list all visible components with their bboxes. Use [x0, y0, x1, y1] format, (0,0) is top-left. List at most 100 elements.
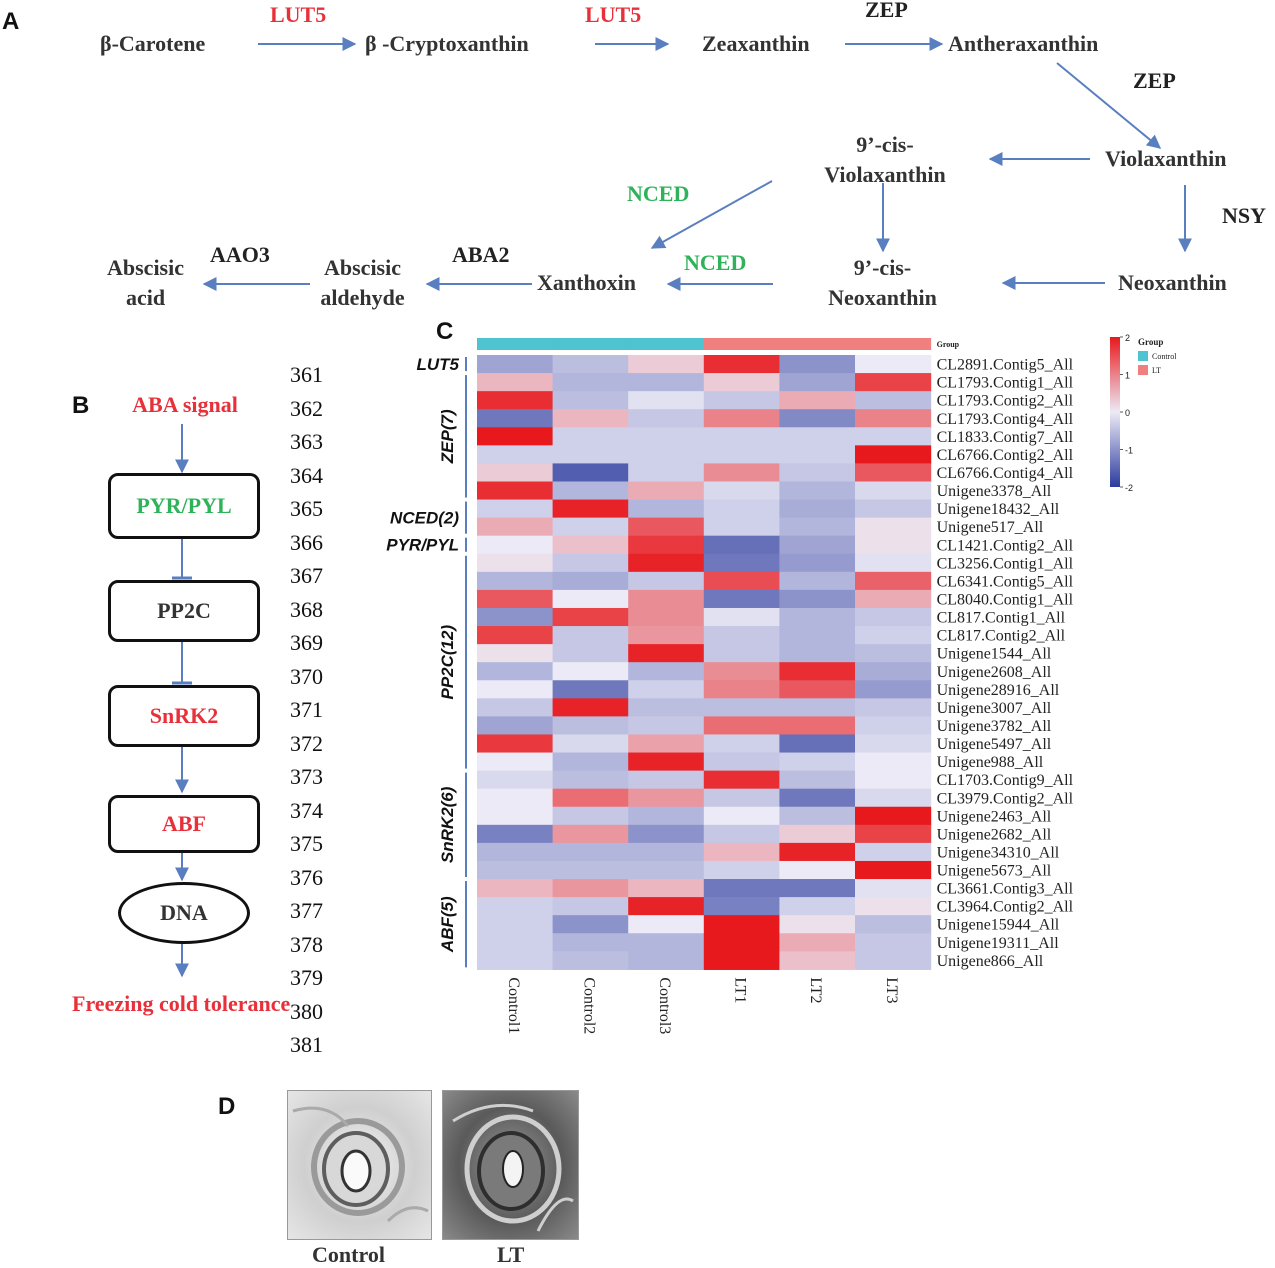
heatmap-cell: [628, 860, 705, 880]
node-xanthoxin: Xanthoxin: [537, 270, 637, 295]
colorbar-tick-label: -1: [1125, 446, 1133, 456]
heatmap-cell: [628, 752, 705, 772]
heatmap-cell: [855, 644, 932, 663]
colorbar-tick-label: 2: [1125, 333, 1130, 343]
heatmap-cell: [628, 897, 705, 916]
node-9-cis-neoxanthin-line2: Neoxanthin: [828, 285, 937, 310]
heatmap-cell: [703, 860, 780, 880]
heatmap-cell: [628, 499, 705, 519]
line-number: 374: [290, 797, 323, 823]
heatmap-cell: [855, 698, 932, 717]
heatmap-cell: [552, 373, 629, 392]
colorbar-tick-label: 0: [1125, 408, 1130, 418]
heatmap-cell: [779, 607, 856, 627]
heatmap-cell: [477, 824, 554, 844]
heatmap-cell: [703, 445, 780, 465]
heatmap-cell: [779, 409, 856, 428]
heatmap-cell: [855, 680, 932, 699]
line-number: 367: [290, 563, 323, 588]
row-label: Unigene5497_All: [937, 736, 1052, 753]
node-abscisic-acid-line1: Abscisic: [107, 255, 184, 280]
legend-label: Control: [1152, 352, 1177, 361]
heatmap-cell: [477, 897, 554, 916]
heatmap-cell: [552, 824, 629, 844]
heatmap-cell: [855, 662, 932, 681]
heatmap-cell: [628, 445, 705, 465]
heatmap-cell: [552, 680, 629, 699]
heatmap-cell: [552, 355, 629, 374]
heatmap-cell: [552, 879, 629, 898]
row-label: CL1793.Contig4_All: [937, 411, 1074, 428]
legend-swatch: [1138, 351, 1148, 361]
heatmap-cell: [628, 824, 705, 844]
line-number: 369: [290, 630, 323, 655]
heatmap-cell: [552, 806, 629, 826]
heatmap-cell: [628, 951, 705, 970]
legend-label: LT: [1152, 366, 1161, 375]
line-number: 366: [290, 529, 323, 555]
heatmap-cell: [477, 427, 554, 446]
heatmap-cell: [477, 770, 554, 790]
aba-signal-label: ABA signal: [132, 392, 238, 417]
row-label: Unigene18432_All: [937, 501, 1060, 518]
heatmap-cell: [477, 499, 554, 519]
heatmap-cell: [552, 445, 629, 465]
row-label: CL6766.Contig4_All: [937, 465, 1074, 482]
node-9-cis-violaxanthin-line2: Violaxanthin: [824, 162, 946, 187]
node-zeaxanthin: Zeaxanthin: [702, 31, 810, 56]
heatmap-cell: [779, 626, 856, 645]
enzyme-zep-1: ZEP: [865, 0, 908, 22]
group-strip-cell: [703, 338, 780, 350]
line-number: 378: [290, 931, 323, 957]
heatmap-cell: [552, 517, 629, 537]
heatmap-cell: [779, 499, 856, 519]
colorbar: [1110, 337, 1120, 487]
panel-a-letter: A: [2, 8, 20, 35]
heatmap-cell: [477, 698, 554, 717]
line-number: 375: [290, 831, 323, 856]
heatmap-cell: [779, 680, 856, 699]
heatmap-cell: [855, 445, 932, 465]
node-9-cis-neoxanthin-line1: 9’-cis-: [853, 255, 912, 280]
row-label: CL6341.Contig5_All: [937, 573, 1074, 590]
lt-stomata-drawing: [452, 1103, 574, 1232]
heatmap-cell: [703, 391, 780, 410]
heatmap-cell: [855, 842, 932, 862]
heatmap-cell: [855, 373, 932, 392]
row-label: CL1421.Contig2_All: [937, 537, 1074, 554]
heatmap-cell: [703, 842, 780, 862]
heatmap-cell: [628, 716, 705, 736]
heatmap-cell: [552, 734, 629, 754]
arrow-cisviolaxanthin-xanthoxin: [650, 180, 773, 249]
line-number: 372: [290, 730, 323, 756]
heatmap-cell: [628, 770, 705, 790]
heatmap-cell: [552, 571, 629, 591]
heatmap-cell: [552, 698, 629, 717]
heatmap-cell: [703, 806, 780, 826]
lt-caption: LT: [497, 1242, 525, 1267]
heatmap-cell: [703, 571, 780, 591]
heatmap-cell: [628, 373, 705, 392]
row-label: CL1833.Contig7_All: [937, 429, 1074, 446]
node-9-cis-neoxanthin: 9’-cis- Neoxanthin: [800, 253, 965, 313]
heatmap-cell: [477, 409, 554, 428]
heatmap-cell: [779, 373, 856, 392]
heatmap-cell: [855, 788, 932, 808]
heatmap-cell: [628, 915, 705, 934]
heatmap-cell: [855, 427, 932, 446]
column-label: LT3: [883, 977, 900, 1003]
heatmap-cell: [703, 499, 780, 519]
heatmap-cell: [477, 842, 554, 862]
row-label: CL1793.Contig1_All: [937, 375, 1074, 392]
heatmap-cell: [628, 391, 705, 410]
row-label: CL3256.Contig1_All: [937, 555, 1074, 572]
heatmap-cell: [552, 951, 629, 970]
heatmap-cell: [855, 879, 932, 898]
heatmap-cell: [628, 553, 705, 573]
heatmap-cell: [703, 373, 780, 392]
heatmap-cell: [703, 481, 780, 501]
heatmap-cell: [779, 788, 856, 808]
heatmap-cell: [628, 571, 705, 591]
heatmap-cell: [855, 553, 932, 573]
node-antheraxanthin: Antheraxanthin: [948, 31, 1099, 56]
